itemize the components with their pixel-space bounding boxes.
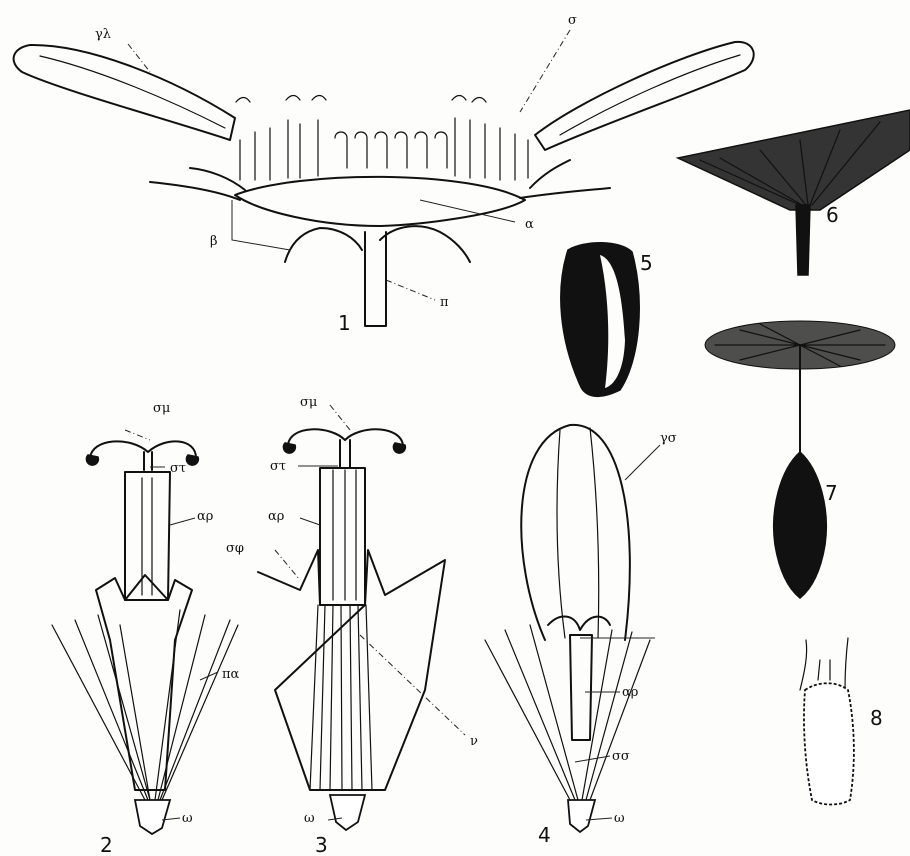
involucral-bracts [150,160,610,200]
panel-2-floret: σμ στ αρ πα ω 2 [52,401,240,856]
label-sm-2: σμ [153,401,170,416]
pappus-bristles-2 [52,610,238,800]
label-ar-3: αρ [268,509,284,524]
achene-5 [561,243,639,397]
panel-4-ray-floret: γσ αρ σσ ω 4 [485,425,677,847]
anther-tube-3 [320,468,365,605]
achene-7 [774,452,827,598]
label-o-4: ω [614,811,625,826]
label-b: β [210,234,218,249]
panel-5-achene: 5 [561,243,653,397]
label-a: α [525,217,534,232]
panel-6-pappus: 6 [678,110,910,275]
label-p: π [440,295,449,310]
label-ss-4: σσ [612,749,630,764]
panel-number-5: 5 [640,251,653,275]
label-sm-3: σμ [300,395,317,410]
label-pa-2: πα [222,667,240,682]
filaments-3 [310,605,372,790]
pappus-fan-6 [678,110,910,210]
ovary-3 [330,795,365,830]
stigma-3 [288,429,403,445]
panel-number-8: 8 [870,706,883,730]
ray-floret-left [14,45,235,140]
ovary-4 [568,800,595,832]
ray-floret-right [535,42,754,150]
style-4 [548,616,610,630]
label-s: σ [568,13,577,28]
label-o-2: ω [182,811,193,826]
pappus-bristles-4 [485,625,650,800]
panel-number-2: 2 [100,833,113,856]
label-st-2: στ [170,461,186,476]
label-st-3: στ [270,459,286,474]
label-o-3: ω [304,811,315,826]
panel-number-7: 7 [825,481,838,505]
disc-florets [236,96,528,181]
label-ar-2: αρ [197,509,213,524]
label-gl: γλ [95,27,111,42]
panel-number-4: 4 [538,823,551,847]
panel-7-fruit: 7 [705,321,895,598]
label-ar-4: αρ [622,685,638,700]
panel-1-capitulum: γλ σ α β π 1 [14,13,754,335]
panel-8-cypsela: 8 [800,638,883,805]
anther-tube-2 [125,472,170,600]
corolla-2 [96,575,192,790]
cypsela-8 [804,683,854,804]
label-sf-3: σφ [226,541,244,556]
label-gs-4: γσ [660,431,677,446]
peduncle [365,232,386,326]
ligule-4 [521,425,630,640]
panel-3-floret-opened: σμ στ αρ σφ ν ω 3 [226,395,478,856]
panel-number-1: 1 [338,311,351,335]
panel-number-6: 6 [826,203,839,227]
panel-number-3: 3 [315,833,328,856]
ovary-2 [135,800,170,834]
label-n-3: ν [470,734,478,749]
receptacle [235,177,525,226]
